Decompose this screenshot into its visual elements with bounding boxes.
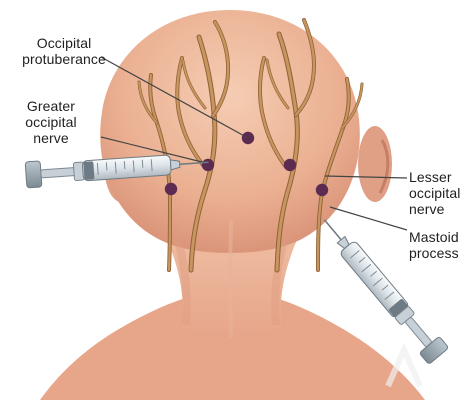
- occipital-protuberance-label-line-1: Occipital: [8, 35, 120, 51]
- syringe-right-needle: [324, 220, 341, 240]
- lesser-occipital-right-point: [316, 184, 328, 196]
- greater-occipital-nerve-label-line-1: Greater: [7, 98, 95, 114]
- syringe-left-stopper: [83, 161, 94, 180]
- occipital-protuberance-label: Occipital protuberance: [8, 35, 120, 67]
- mastoid-process-label: Mastoid process: [409, 229, 465, 261]
- lesser-occipital-nerve-label: Lesser occipital nerve: [409, 169, 465, 217]
- lesser-occipital-nerve-label-line-1: Lesser: [409, 169, 465, 185]
- greater-occipital-nerve-label-line-3: nerve: [7, 130, 95, 146]
- mastoid-process-label-line-1: Mastoid: [409, 229, 465, 245]
- occipital-protuberance-label-line-2: protuberance: [8, 51, 120, 67]
- greater-occipital-nerve-label-line-2: occipital: [7, 114, 95, 130]
- spine-groove: [230, 220, 231, 338]
- mastoid-process-leader: [330, 207, 407, 230]
- mastoid-process-label-line-2: process: [409, 245, 465, 261]
- syringe-right-plunger-rod: [405, 317, 432, 347]
- lesser-occipital-nerve-label-line-2: occipital: [409, 185, 465, 201]
- greater-occipital-right-point: [284, 159, 296, 171]
- lesser-occipital-left-point: [165, 183, 177, 195]
- lesser-occipital-nerve-label-line-3: nerve: [409, 201, 465, 217]
- greater-occipital-left-point: [202, 159, 214, 171]
- greater-occipital-nerve-label: Greater occipital nerve: [7, 98, 95, 146]
- syringe-left-plunger-thumb: [25, 161, 42, 188]
- syringe-left-plunger-rod: [41, 167, 76, 177]
